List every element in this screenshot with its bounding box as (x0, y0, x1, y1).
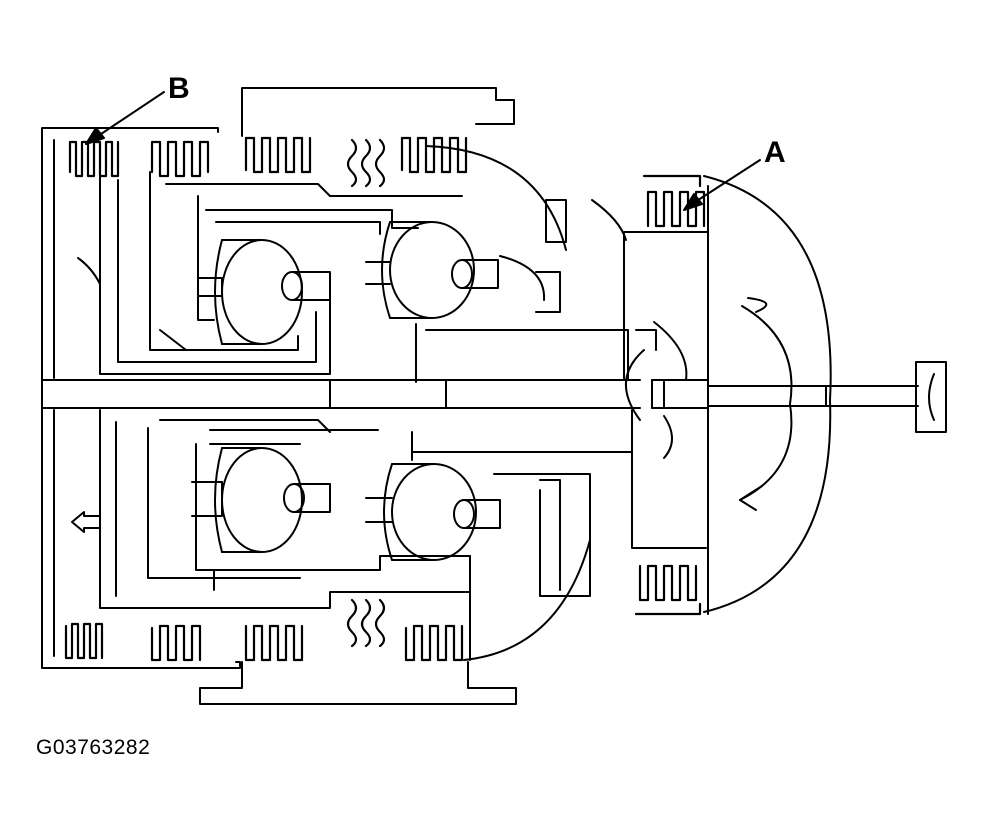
top-planetary-set (100, 146, 628, 382)
leader-line-a (692, 160, 760, 204)
arrowhead-b (86, 128, 104, 144)
flow-arrows (72, 258, 100, 532)
callout-leaders (86, 92, 760, 210)
bottom-planetary-set (100, 410, 632, 660)
right-bell-housing (624, 176, 831, 614)
leader-line-b (92, 92, 164, 140)
callout-label-b: B (168, 72, 190, 105)
callout-label-a: A (764, 136, 786, 169)
main-shaft (330, 362, 946, 432)
outer-housing (42, 88, 516, 704)
figure-id: G03763282 (36, 736, 151, 759)
top-clutch-packs (70, 138, 704, 226)
bottom-clutch-packs (66, 566, 700, 660)
arrowhead-a (684, 194, 702, 210)
